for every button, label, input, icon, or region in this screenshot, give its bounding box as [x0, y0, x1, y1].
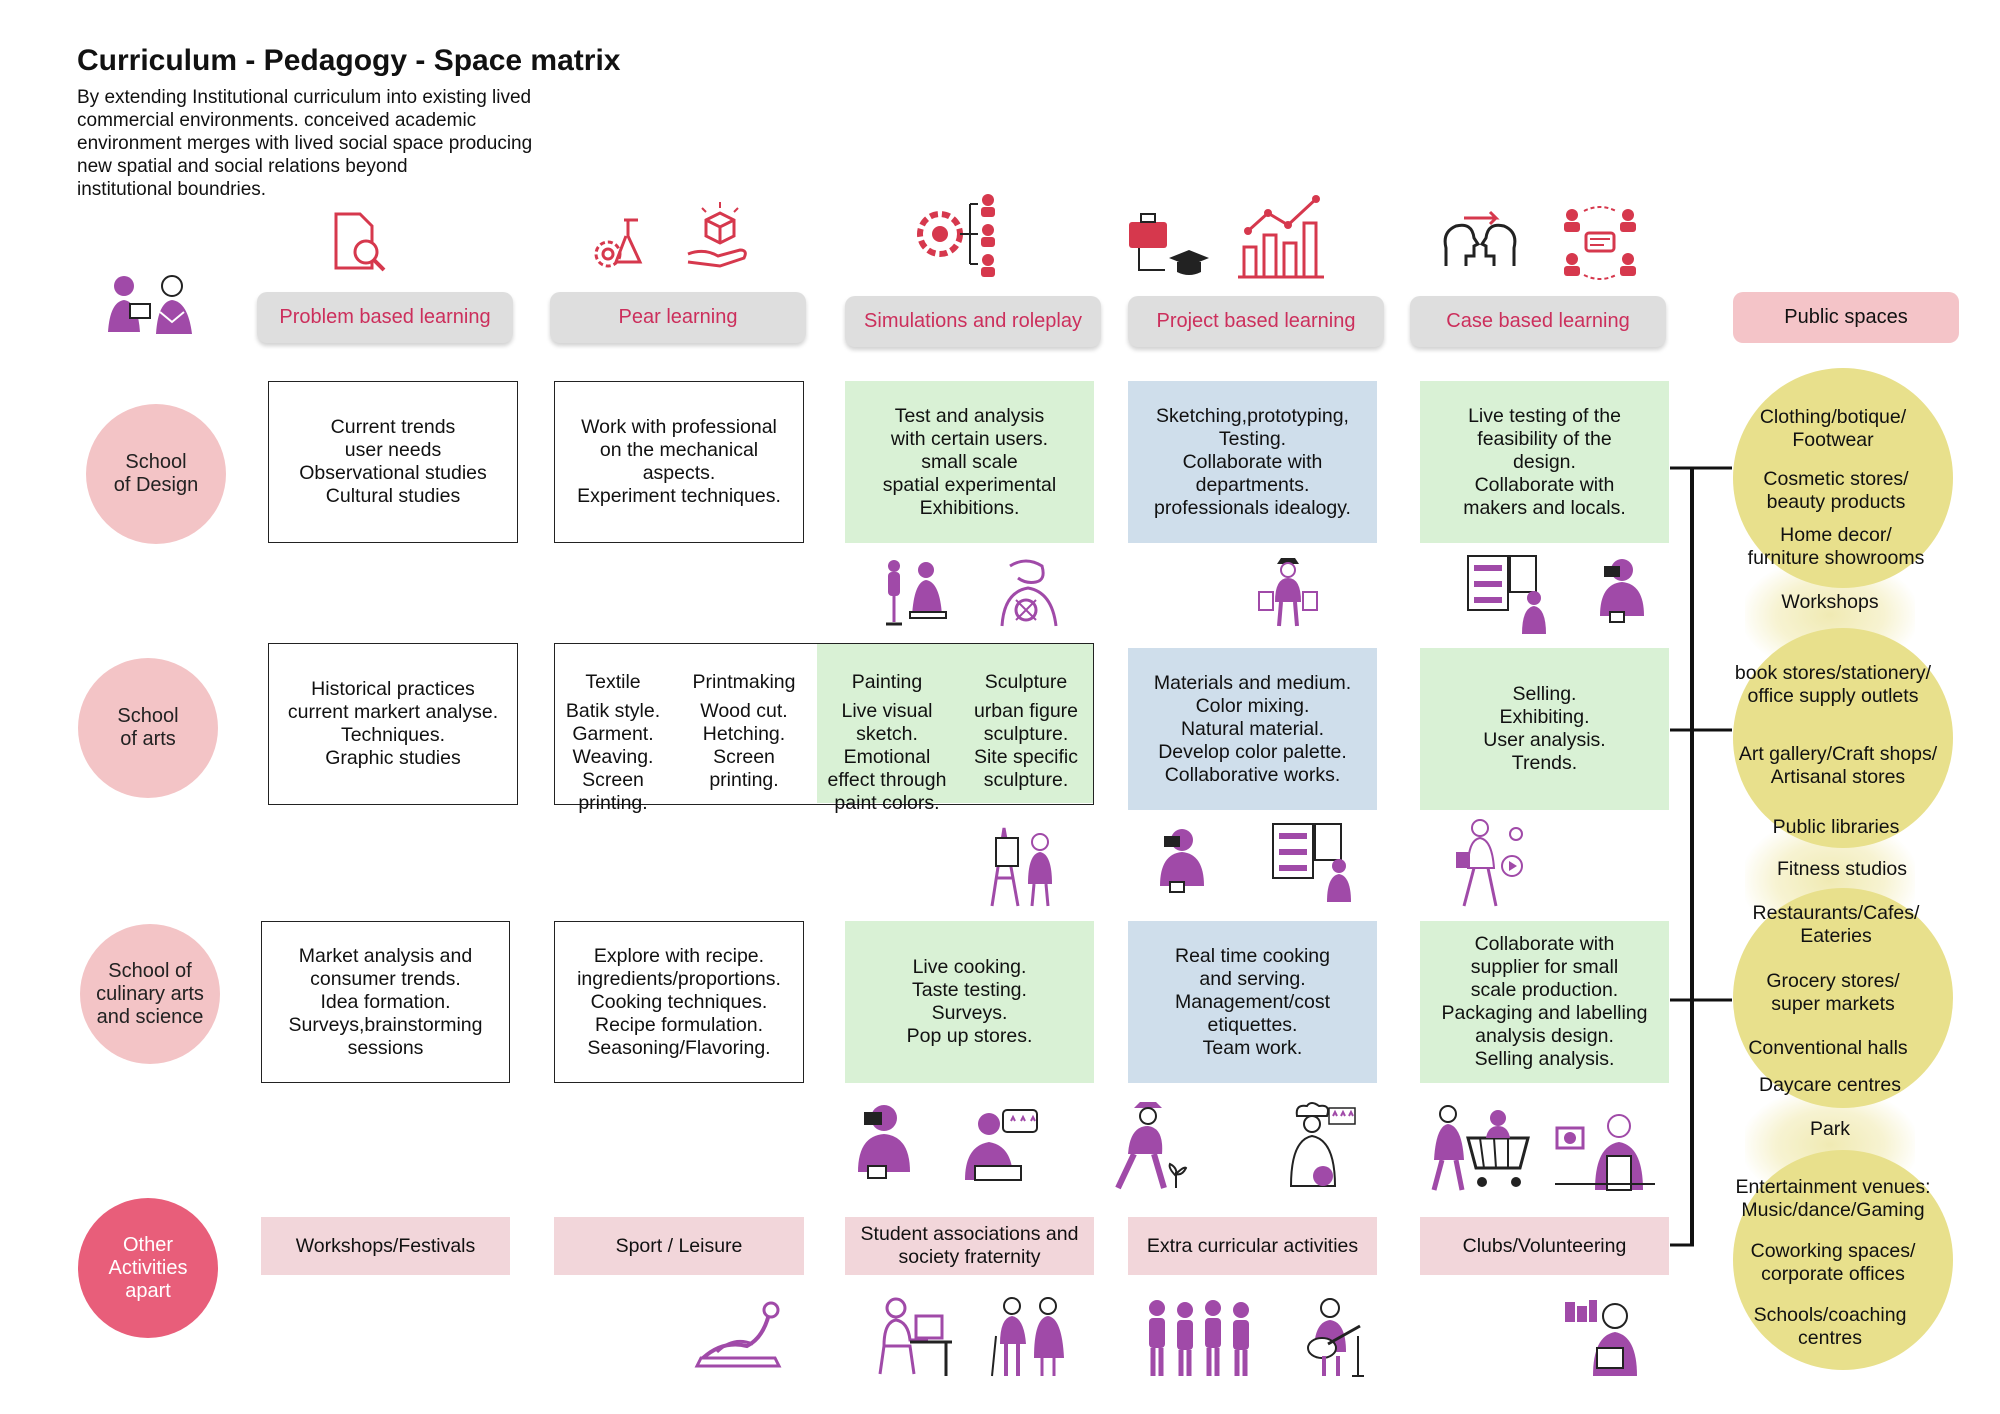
design-simulation-cell: Test and analysis with certain users. sm…	[845, 381, 1094, 543]
photographer-figure	[1600, 559, 1644, 623]
gardener-figure	[1115, 1102, 1188, 1190]
public-circle-1	[1733, 368, 1953, 588]
row-school-of-arts: School of arts	[78, 658, 218, 798]
arts-project-cell: Materials and medium. Color mixing. Natu…	[1128, 648, 1377, 810]
row-other-activities: Other Activities apart	[78, 1198, 218, 1338]
shopper-figure	[1258, 558, 1318, 627]
tailor-figure	[886, 560, 947, 626]
other-clubs-cell: Clubs/Volunteering	[1420, 1217, 1669, 1275]
desk-worker-figure	[878, 1297, 952, 1376]
chef-figure-2	[1289, 1102, 1356, 1187]
arts-sculpture: Sculpture urban figure sculpture. Site sp…	[959, 648, 1093, 792]
design-case-cell: Live testing of the feasibility of the d…	[1420, 381, 1669, 543]
column-header-project-based: Project based learning	[1128, 296, 1384, 347]
column-header-problem-based: Problem based learning	[257, 292, 513, 343]
arts-printmaking-body: Wood cut. Hetching. Screen printing.	[700, 700, 788, 791]
column-header-simulations: Simulations and roleplay	[845, 296, 1101, 347]
arts-sculpture-head: Sculpture	[984, 671, 1068, 693]
arts-textile-head: Textile	[585, 671, 641, 693]
arts-painting-body: Live visual sketch. Emotional effect thr…	[827, 700, 947, 814]
guitarist-figure	[1307, 1298, 1364, 1377]
public-circle-2	[1733, 628, 1953, 848]
column-header-peer: Pear learning	[550, 292, 806, 343]
public-art-gallery: Art gallery/Craft shops/ Artisanal store…	[1738, 743, 1938, 788]
bar-chart-icon	[1238, 195, 1324, 279]
group-figure	[1149, 1300, 1249, 1376]
culinary-problem-based-cell: Market analysis and consumer trends. Ide…	[261, 921, 510, 1083]
arts-textile-body: Batik style. Garment. Weaving. Screen pr…	[565, 700, 661, 814]
couple-figure	[991, 1297, 1064, 1377]
page-subtitle: By extending Institutional curriculum in…	[77, 87, 533, 200]
chef-figure	[965, 1109, 1038, 1181]
row-school-of-design: School of Design	[86, 404, 226, 544]
people-discussion-icon	[108, 275, 192, 334]
knitting-figure	[1000, 559, 1058, 627]
shopping-cart-figure	[1431, 1105, 1530, 1191]
other-associations-cell: Student associations and society fratern…	[845, 1217, 1094, 1275]
shopkeeper-figure	[1555, 1114, 1655, 1191]
design-project-cell: Sketching,prototyping, Testing. Collabor…	[1128, 381, 1377, 543]
painter-figure	[990, 827, 1052, 907]
public-cosmetic: Cosmetic stores/ beauty products	[1763, 468, 1909, 513]
design-peer-cell: Work with professional on the mechanical…	[554, 381, 804, 543]
page-title: Curriculum - Pedagogy - Space matrix	[77, 44, 621, 77]
arts-problem-based-cell: Historical practices current markert ana…	[268, 643, 518, 805]
culinary-simulation-cell: Live cooking. Taste testing. Surveys. Po…	[845, 921, 1094, 1083]
arts-printmaking-head: Printmaking	[692, 671, 796, 693]
culinary-case-cell: Collaborate with supplier for small scal…	[1420, 921, 1669, 1083]
culinary-peer-cell: Explore with recipe. ingredients/proport…	[554, 921, 804, 1083]
reader-figure	[1565, 1300, 1637, 1376]
public-restaurants: Restaurants/Cafes/ Eateries	[1752, 902, 1920, 947]
public-grocery: Grocery stores/ super markets	[1766, 970, 1900, 1015]
public-schools: Schools/coaching centres	[1753, 1304, 1907, 1349]
row-school-of-culinary: School of culinary arts and science	[80, 924, 220, 1064]
public-coworking: Coworking spaces/ corporate offices	[1750, 1240, 1916, 1285]
flask-gear-icon	[594, 218, 643, 268]
arts-case-cell: Selling. Exhibiting. User analysis. Tren…	[1420, 648, 1669, 810]
briefcase-graduation-icon	[1129, 213, 1209, 275]
public-entertainment: Entertainment venues: Music/dance/Gaming	[1735, 1176, 1931, 1221]
shop-display-figure	[1467, 555, 1546, 634]
group-discussion-icon	[1564, 206, 1636, 280]
reclining-figure	[694, 1301, 782, 1368]
shop-display-figure-2	[1272, 823, 1351, 902]
connector-lines	[1670, 466, 1732, 1247]
public-conventional-halls: Conventional halls	[1748, 1037, 1908, 1059]
document-search-icon	[334, 212, 386, 272]
arts-sculpture-body: urban figure sculpture. Site specific sc…	[973, 700, 1079, 791]
column-header-public-spaces: Public spaces	[1733, 292, 1959, 343]
other-extracurricular-cell: Extra curricular activities	[1128, 1217, 1377, 1275]
public-libraries: Public libraries	[1772, 816, 1900, 838]
public-workshops: Workshops	[1781, 591, 1879, 613]
other-workshops-cell: Workshops/Festivals	[261, 1217, 510, 1275]
arts-painting-sculpture-bg	[817, 644, 1093, 803]
public-bookstores: book stores/stationery/ office supply ou…	[1734, 662, 1932, 707]
shopping-figure	[1456, 819, 1523, 907]
arts-painting-head: Painting	[851, 671, 923, 693]
hand-cube-icon	[687, 202, 747, 268]
other-sport-cell: Sport / Leisure	[554, 1217, 804, 1275]
public-circle-4	[1733, 1150, 1953, 1370]
culinary-project-cell: Real time cooking and serving. Managemen…	[1128, 921, 1377, 1083]
public-daycare: Daycare centres	[1759, 1074, 1901, 1096]
public-fitness: Fitness studios	[1776, 858, 1908, 880]
public-circle-3	[1733, 888, 1953, 1108]
design-problem-based-cell: Current trends user needs Observational …	[268, 381, 518, 543]
column-header-case-based: Case based learning	[1410, 296, 1666, 347]
heads-exchange-icon	[1443, 210, 1517, 266]
public-park: Park	[1809, 1118, 1851, 1140]
photographer-figure-3	[858, 1105, 910, 1179]
photographer-figure-2	[1160, 829, 1204, 893]
public-home-decor: Home decor/ furniture showrooms	[1747, 524, 1925, 569]
gear-people-icon	[917, 194, 995, 277]
public-clothing: Clothing/botique/ Footwear	[1759, 406, 1907, 451]
